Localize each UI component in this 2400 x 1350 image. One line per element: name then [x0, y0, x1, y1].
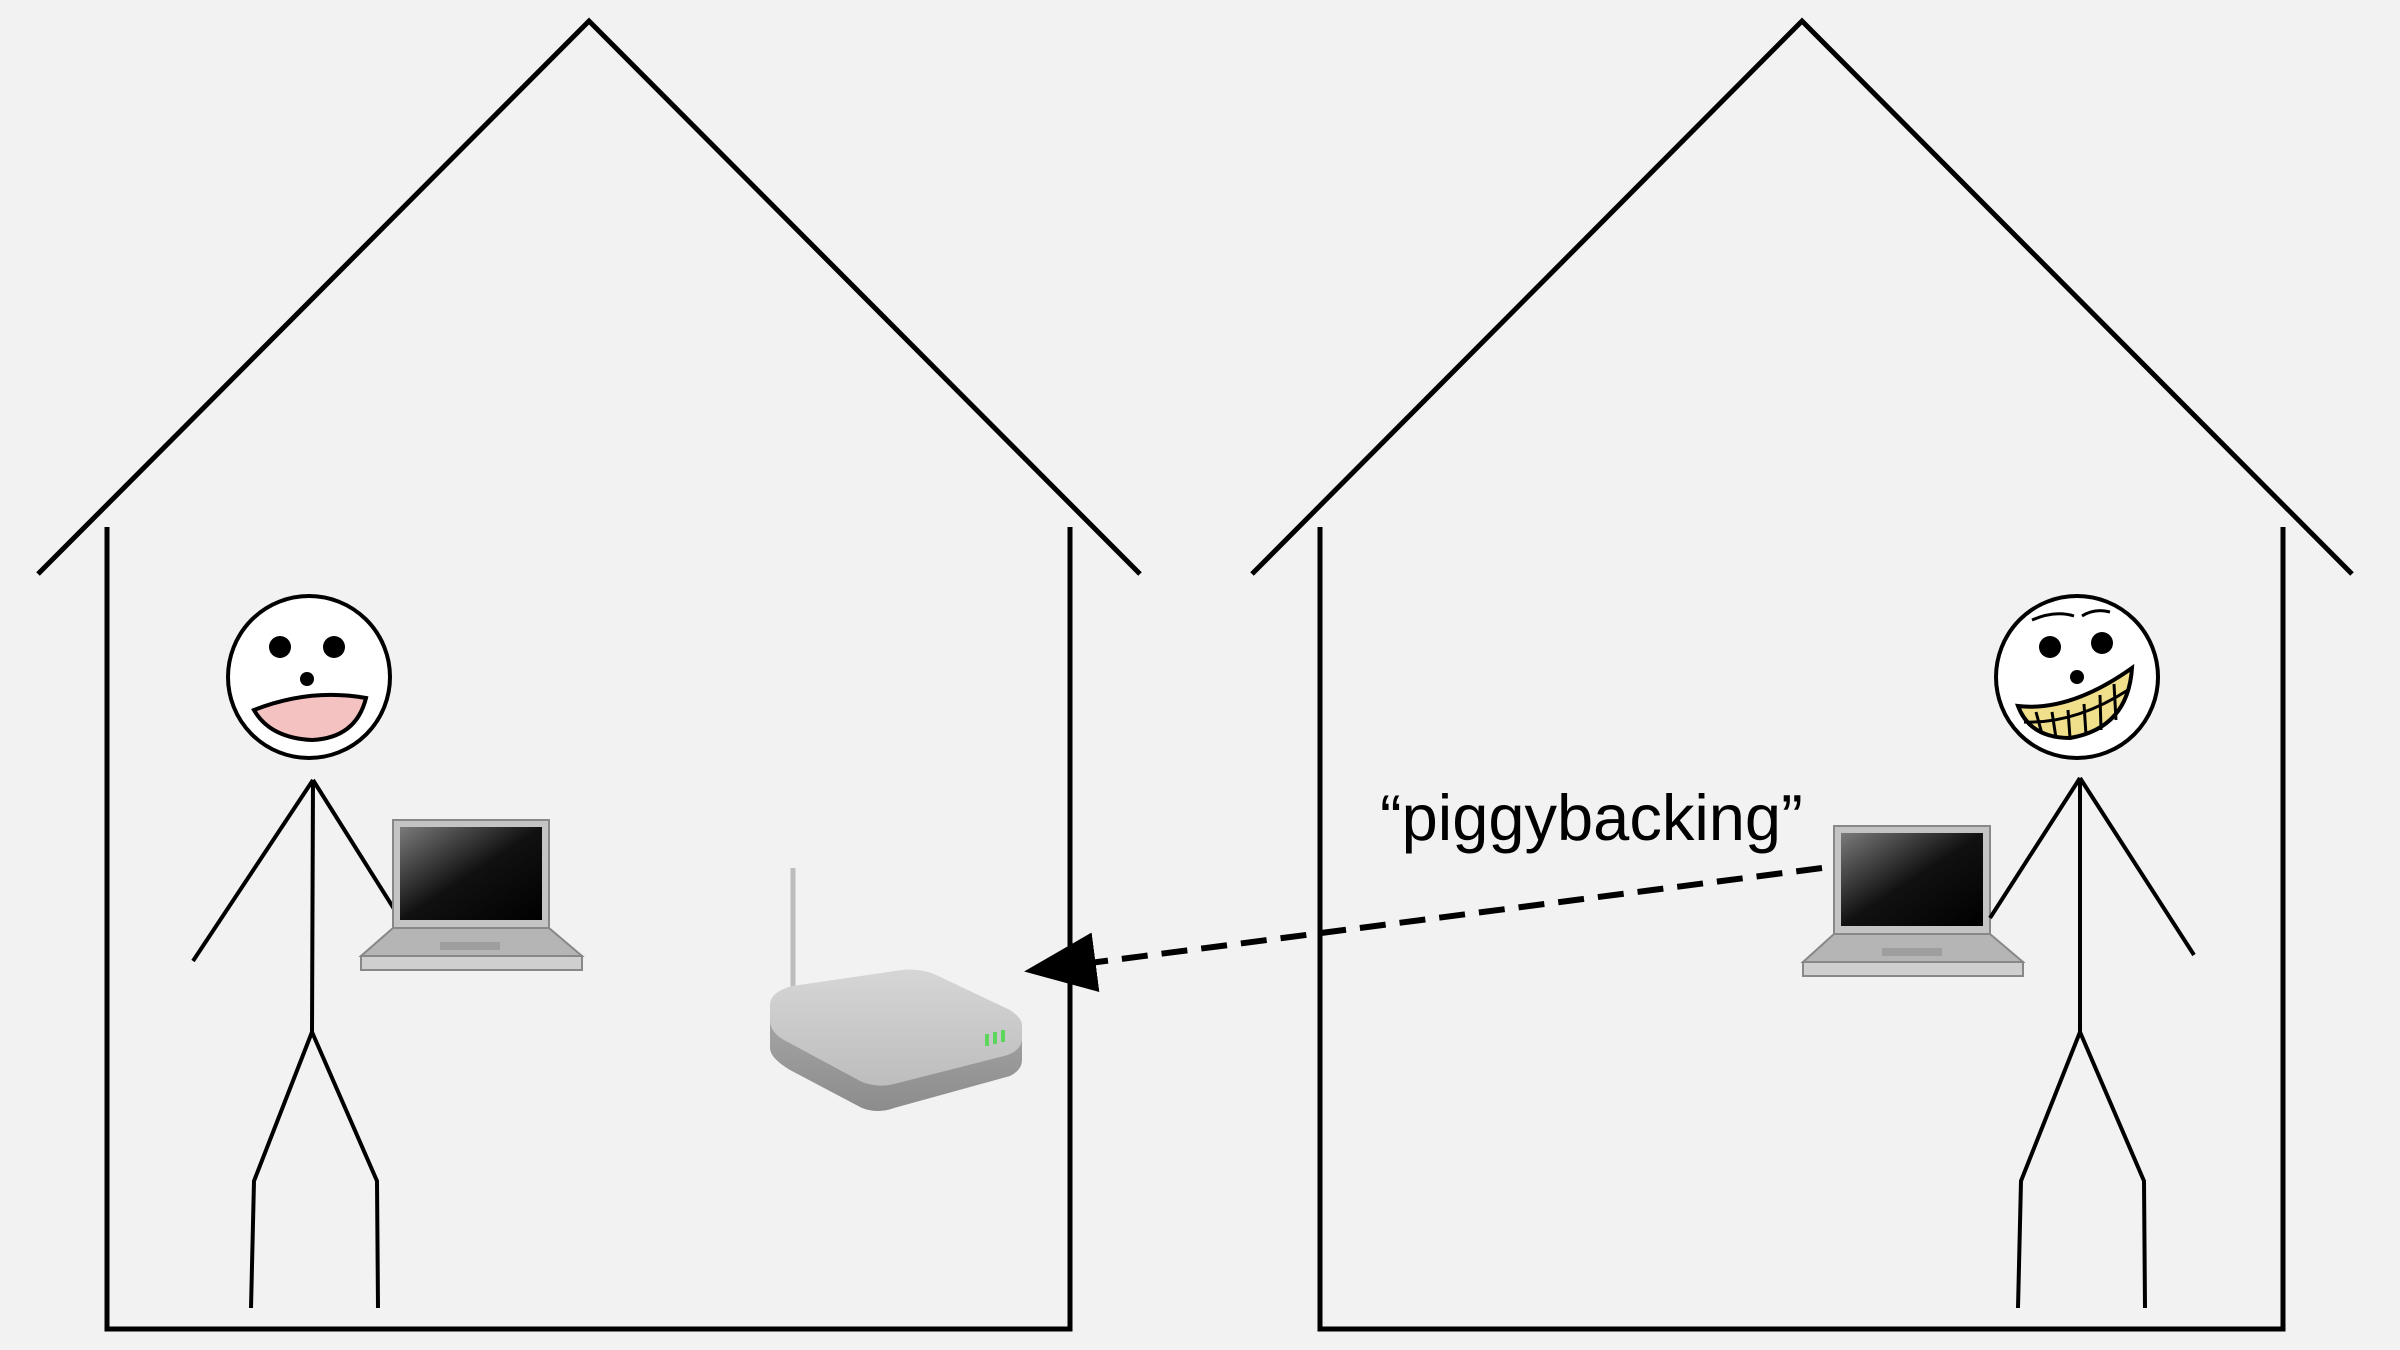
owner-stick-figure — [191, 594, 398, 1309]
intruder-left-brow — [2031, 612, 2075, 622]
piggybacking-label: “piggybacking” — [1380, 781, 1803, 854]
owner-nose — [300, 672, 314, 686]
owner-left-arm — [191, 778, 315, 963]
owner-left-leg — [249, 1031, 314, 1309]
router-led-2 — [993, 1032, 997, 1044]
intruder-left-eye — [2039, 636, 2061, 658]
owner-right-eye — [323, 636, 345, 658]
intruder-teeth-lines — [2023, 683, 2129, 739]
owner-right-leg — [310, 1031, 380, 1309]
intruder-right-leg — [2078, 1031, 2147, 1309]
left-house — [36, 17, 1142, 1332]
intruder-nose — [2070, 670, 2084, 684]
intruder-left-arm — [1988, 776, 2082, 920]
owner-right-arm — [311, 778, 398, 914]
intruder-laptop-touchpad — [1882, 948, 1942, 956]
intruder-left-leg — [2016, 1031, 2082, 1309]
router-led-1 — [985, 1034, 989, 1046]
owner-laptop-screen — [400, 827, 542, 920]
owner-laptop — [358, 819, 585, 971]
right-house-walls — [1317, 527, 2286, 1332]
owner-laptop-touchpad — [440, 942, 500, 950]
intruder-laptop-screen — [1841, 833, 1983, 926]
left-house-walls — [104, 527, 1073, 1332]
owner-body — [310, 779, 315, 1033]
router-led-3 — [1001, 1030, 1005, 1042]
right-house-roof — [1250, 17, 2354, 576]
left-house-roof — [36, 17, 1142, 576]
intruder-right-brow — [2081, 609, 2111, 618]
owner-left-eye — [269, 636, 291, 658]
intruder-right-arm — [2078, 776, 2196, 957]
intruder-stick-figure — [1988, 594, 2196, 1309]
router-body-top — [770, 969, 1022, 1086]
piggyback-connection-arrow — [1024, 865, 1823, 993]
intruder-laptop — [1800, 825, 2026, 977]
wifi-router — [770, 868, 1022, 1111]
intruder-right-eye — [2091, 632, 2113, 654]
owner-laptop-base — [360, 955, 583, 971]
owner-mouth — [251, 692, 369, 743]
intruder-laptop-base — [1802, 961, 2024, 977]
right-house — [1250, 17, 2354, 1332]
